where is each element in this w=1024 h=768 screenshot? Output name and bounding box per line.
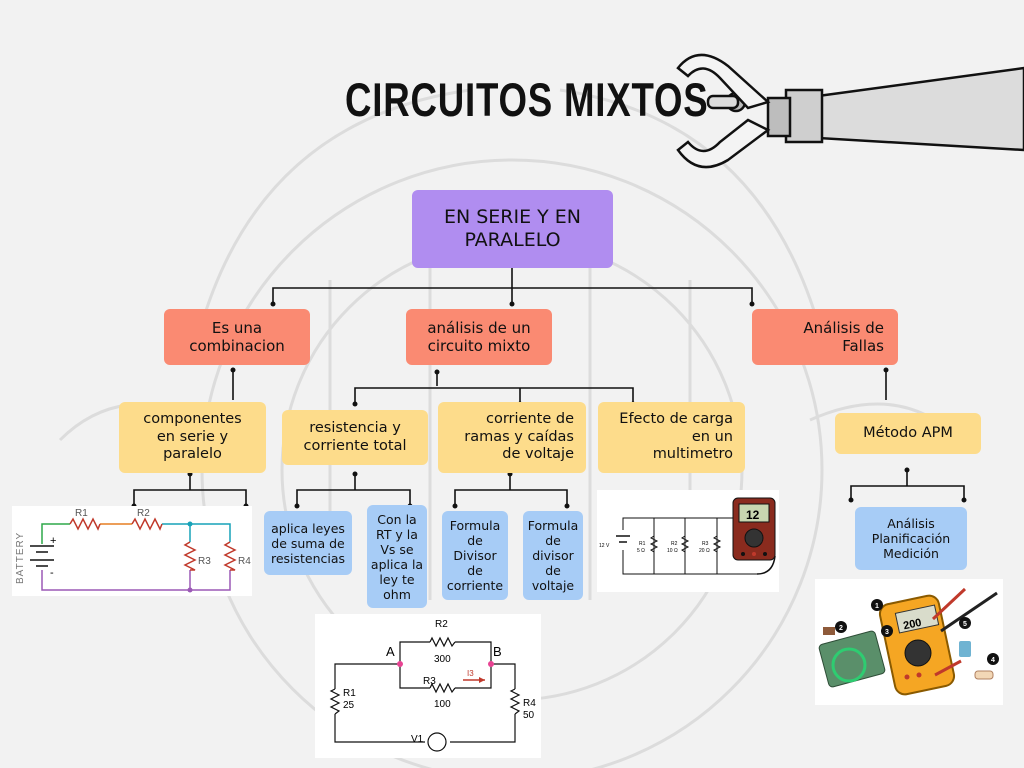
note-ohms-law: Con la RT y la Vs se aplica la ley te oh…	[367, 505, 427, 608]
source-label: 12 V	[599, 543, 610, 549]
callout-1: 1	[875, 603, 879, 610]
node-label: corriente de ramas y caídas de voltaje	[464, 411, 574, 463]
branch-label: Análisis de Fallas	[803, 319, 884, 355]
note-label: Con la RT y la Vs se aplica la ley te oh…	[370, 511, 424, 602]
robotic-arm-illustration	[676, 53, 1024, 169]
branch-fault-analysis: Análisis de Fallas	[752, 309, 898, 365]
r2-label: R2	[671, 541, 678, 547]
r2-value: 300	[434, 654, 451, 665]
r3-value: 100	[434, 699, 451, 710]
note-current-divider: Formula de Divisor de corriente	[442, 511, 508, 600]
node-total-resistance-current: resistencia y corriente total	[282, 410, 428, 465]
node-branch-currents-voltage-drops: corriente de ramas y caídas de voltaje	[438, 402, 586, 473]
multimeter-loading-circuit-image: 12 V R1 5 Ω R2 10 Ω R3 20 Ω 12	[597, 490, 779, 592]
r3-label: R3	[423, 676, 436, 687]
node-label: Efecto de carga en un multimetro	[619, 411, 733, 463]
callout-3: 3	[885, 629, 889, 636]
note-label: Formula de divisor de voltaje	[527, 518, 579, 593]
meter-display: 200	[902, 617, 922, 633]
r3-label: R3	[702, 541, 709, 547]
callout-4: 4	[991, 657, 995, 664]
note-label: aplica leyes de suma de resistencias	[270, 520, 346, 566]
current-label: I3	[467, 669, 474, 678]
node-label: Método APM	[863, 424, 953, 441]
r4-label: R4	[238, 556, 251, 567]
branch-mixed-circuit-analysis: análisis de un circuito mixto	[406, 309, 552, 365]
root-label: EN SERIE Y EN PARALELO	[443, 206, 582, 251]
node-multimeter-loading-effect: Efecto de carga en un multimetro	[598, 402, 745, 473]
node-apm-method: Método APM	[835, 413, 981, 454]
r1-value: 5 Ω	[637, 548, 645, 554]
r2-label: R2	[435, 619, 448, 630]
branch-label: análisis de un circuito mixto	[427, 319, 531, 355]
root-node: EN SERIE Y EN PARALELO	[412, 190, 613, 268]
note-label: Formula de Divisor de corriente	[446, 518, 504, 593]
battery-plus: +	[50, 535, 56, 547]
node-label: resistencia y corriente total	[303, 420, 407, 454]
battery-minus: -	[50, 567, 54, 579]
note-sum-of-resistances: aplica leyes de suma de resistencias	[264, 511, 352, 575]
r3-value: 20 Ω	[699, 548, 710, 554]
note-label: Análisis Planificación Medición	[871, 516, 951, 561]
node-a-label: A	[386, 644, 395, 659]
source-label: V1	[411, 734, 424, 745]
r4-value: 50	[523, 710, 535, 721]
page-title: CIRCUITOS MIXTOS	[345, 73, 709, 126]
r2-label: R2	[137, 508, 150, 519]
node-label: componentes en serie y paralelo	[143, 411, 242, 463]
series-parallel-circuit-image: BATTERY + - R1 R2 R3 R4	[12, 506, 252, 596]
multimeter-photo: 200 1 2 3 4 5	[815, 579, 1003, 705]
callout-5: 5	[963, 621, 967, 628]
r1-label: R1	[75, 508, 88, 519]
r4-label: R4	[523, 698, 536, 709]
resistor-network-circuit-image: A B R2 300 R3 100 I3 R1 25 R4 50 V1	[315, 614, 541, 758]
node-b-label: B	[493, 644, 502, 659]
r1-label: R1	[639, 541, 646, 547]
branch-label: Es una combinacion	[189, 319, 285, 355]
branch-combination: Es una combinacion	[164, 309, 310, 365]
note-voltage-divider: Formula de divisor de voltaje	[523, 511, 583, 600]
battery-label: BATTERY	[15, 532, 26, 584]
meter-reading: 12	[746, 508, 760, 522]
r1-label: R1	[343, 688, 356, 699]
r1-value: 25	[343, 700, 355, 711]
node-series-parallel-components: componentes en serie y paralelo	[119, 402, 266, 473]
note-apm-steps: Análisis Planificación Medición	[855, 507, 967, 570]
r3-label: R3	[198, 556, 211, 567]
callout-2: 2	[839, 625, 843, 632]
r2-value: 10 Ω	[667, 548, 678, 554]
